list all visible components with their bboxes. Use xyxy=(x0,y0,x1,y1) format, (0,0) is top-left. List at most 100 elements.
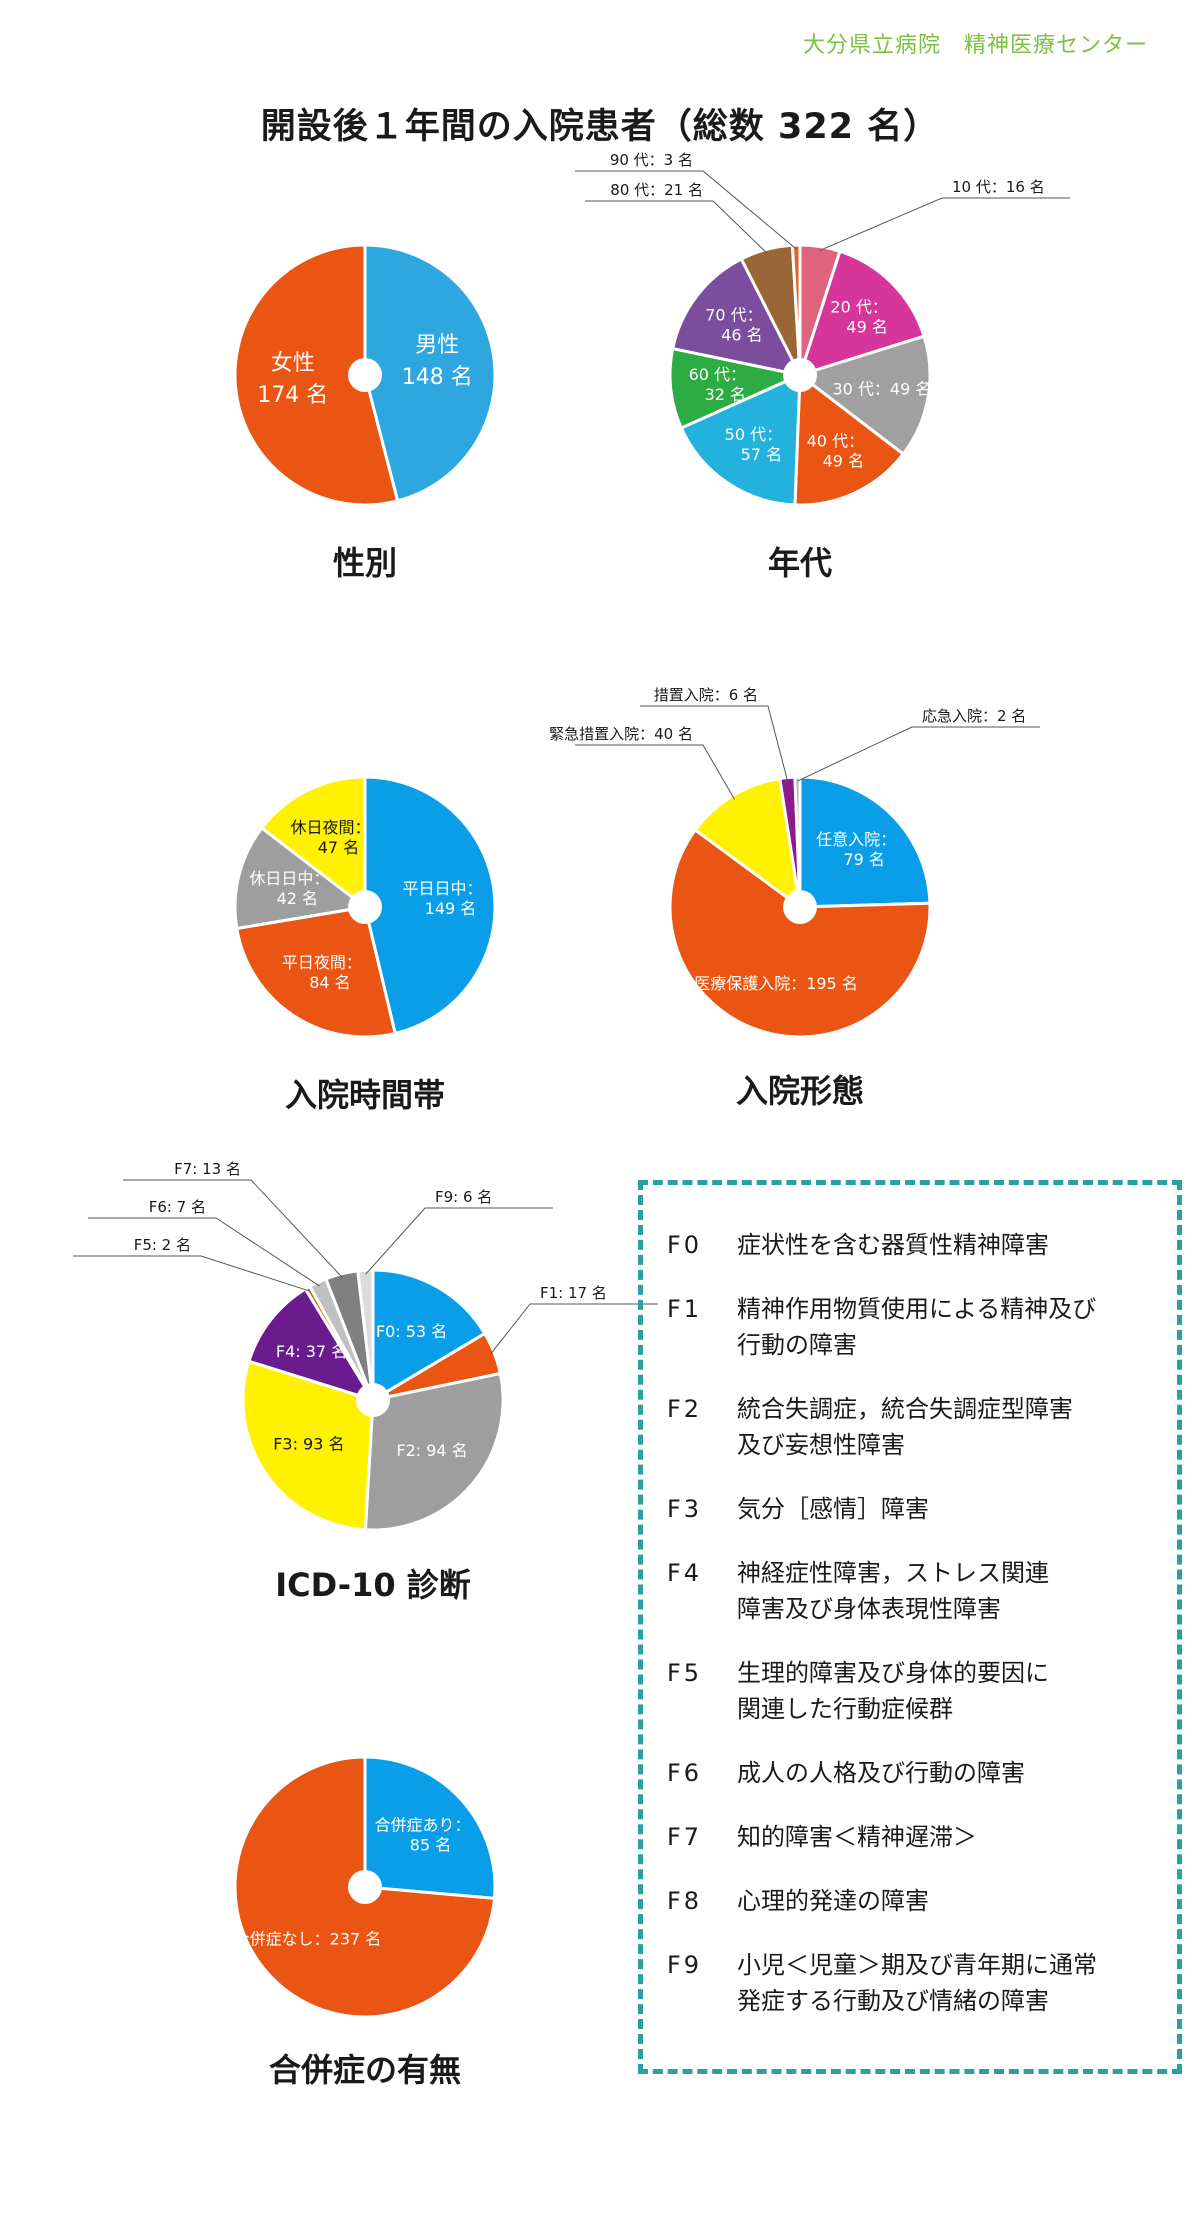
legend-item: F1 精神作用物質使用による精神及び 行動の障害 xyxy=(667,1291,1177,1363)
slice-label-time-3: 休日夜間： xyxy=(290,818,370,837)
slice-value-form-0: 79 名 xyxy=(843,850,884,869)
legend-desc: 気分［感情］障害 xyxy=(737,1495,929,1523)
legend-code: F3 xyxy=(667,1495,703,1523)
slice-value-age-1: 49 名 xyxy=(846,317,887,336)
leader-line xyxy=(123,1179,343,1279)
page-title: 開設後１年間の入院患者（総数 322 名） xyxy=(260,107,940,147)
legend-item: F0 症状性を含む器質性精神障害 xyxy=(667,1227,1177,1263)
pie-slice-time-3 xyxy=(259,775,367,911)
pie-center-hole xyxy=(348,1870,382,1904)
slice-label-age-0: 10 代：16 名 xyxy=(952,178,1045,196)
legend-desc: 症状性を含む器質性精神障害 xyxy=(737,1231,1049,1259)
icd-chart-title: ICD-10 診断 xyxy=(275,1566,471,1604)
slice-label-time-2: 休日日中： xyxy=(249,869,329,888)
slice-label-icd-6: F6: 7 名 xyxy=(149,1198,206,1216)
slice-label-icd-3: F3: 93 名 xyxy=(273,1434,344,1453)
pie-slice-comorb-0 xyxy=(363,1755,497,1901)
legend-code: F4 xyxy=(667,1559,703,1587)
slice-value-gender-0: 148 名 xyxy=(402,365,473,390)
leader-line xyxy=(365,1207,553,1275)
legend-code: F0 xyxy=(667,1231,703,1259)
slice-label-form-2: 緊急措置入院：40 名 xyxy=(549,725,693,743)
legend-desc: 精神作用物質使用による精神及び 行動の障害 xyxy=(737,1295,1097,1359)
icd-pie-chart: F0: 53 名F1: 17 名F2: 94 名F3: 93 名F4: 37 名… xyxy=(73,1160,658,1532)
leader-line xyxy=(575,744,735,800)
slice-label-icd-4: F4: 37 名 xyxy=(276,1342,347,1361)
pie-slice-form-4 xyxy=(793,775,802,908)
slice-label-age-1: 20 代： xyxy=(830,297,887,316)
slice-label-comorb-0: 合併症あり： xyxy=(375,1815,471,1834)
slice-value-comorb-0: 85 名 xyxy=(410,1835,451,1854)
slice-value-age-6: 46 名 xyxy=(721,325,762,344)
legend-item: F2 統合失調症，統合失調症型障害 及び妄想性障害 xyxy=(667,1391,1177,1463)
legend-code: F9 xyxy=(667,1951,703,1979)
age-pie-chart: 10 代：16 名20 代：49 名30 代：49 名40 代：49 名50 代… xyxy=(575,151,1070,507)
leader-line xyxy=(88,1217,320,1287)
gender-chart-title: 性別 xyxy=(332,544,397,582)
legend-desc: 神経症性障害，ストレス関連 障害及び身体表現性障害 xyxy=(737,1559,1049,1623)
slice-label-time-0: 平日日中： xyxy=(402,879,482,898)
pie-center-hole xyxy=(348,358,382,392)
pie-slice-icd-3 xyxy=(241,1359,375,1532)
pie-slice-age-6 xyxy=(670,256,803,378)
slice-label-comorb-1: 合併症なし：237 名 xyxy=(234,1930,382,1949)
pie-slice-icd-2 xyxy=(363,1371,505,1532)
slice-label-age-8: 90 代：3 名 xyxy=(610,151,693,169)
slice-label-gender-0: 男性 xyxy=(415,333,459,358)
slice-label-gender-1: 女性 xyxy=(271,351,315,376)
slice-value-time-3: 47 名 xyxy=(318,838,359,857)
slice-label-age-7: 80 代：21 名 xyxy=(610,181,703,199)
legend-desc: 統合失調症，統合失調症型障害 及び妄想性障害 xyxy=(737,1395,1073,1459)
slice-label-form-4: 応急入院：2 名 xyxy=(922,707,1026,725)
pie-slice-time-0 xyxy=(363,775,497,1036)
pie-center-hole xyxy=(783,890,817,924)
pie-slice-form-1 xyxy=(668,827,932,1039)
slice-value-time-0: 149 名 xyxy=(425,899,477,918)
slice-label-icd-5: F5: 2 名 xyxy=(134,1236,191,1254)
slice-value-gender-1: 174 名 xyxy=(257,383,328,408)
slice-label-age-4: 50 代： xyxy=(725,425,782,444)
pie-slice-form-0 xyxy=(798,775,932,909)
leader-line xyxy=(819,197,1070,251)
gender-pie-chart: 男性 148 名 女性 174 名 xyxy=(233,243,497,507)
slice-label-form-0: 任意入院： xyxy=(816,830,896,849)
slice-value-age-5: 32 名 xyxy=(705,385,746,404)
legend-code: F2 xyxy=(667,1395,703,1423)
legend-code: F8 xyxy=(667,1887,703,1915)
pie-center-hole xyxy=(348,890,382,924)
slice-label-icd-7: F7: 13 名 xyxy=(174,1160,241,1178)
pie-slice-age-1 xyxy=(797,249,926,378)
pie-slice-icd-4 xyxy=(247,1286,377,1403)
pie-center-hole xyxy=(783,358,817,392)
legend-code: F7 xyxy=(667,1823,703,1851)
legend-code: F6 xyxy=(667,1759,703,1787)
leader-line xyxy=(490,1303,658,1355)
time-chart-title: 入院時間帯 xyxy=(284,1076,445,1114)
pie-center-hole xyxy=(356,1383,390,1417)
slice-label-form-3: 措置入院：6 名 xyxy=(654,686,758,704)
pie-slice-icd-0 xyxy=(371,1268,487,1403)
legend-desc: 生理的障害及び身体的要因に 関連した行動症候群 xyxy=(737,1659,1049,1723)
leader-line xyxy=(73,1255,310,1292)
pie-slice-time-2 xyxy=(233,825,369,931)
leader-line xyxy=(585,200,768,254)
slice-value-time-2: 42 名 xyxy=(277,889,318,908)
pie-slice-icd-8 xyxy=(356,1268,375,1401)
form-chart-title: 入院形態 xyxy=(735,1072,864,1110)
pie-slice-age-4 xyxy=(679,372,802,507)
slice-label-age-5: 60 代： xyxy=(689,365,746,384)
slice-label-icd-2: F2: 94 名 xyxy=(396,1441,467,1460)
legend-code: F1 xyxy=(667,1295,703,1323)
comorbidity-chart-title: 合併症の有無 xyxy=(268,2051,461,2089)
legend-item: F4 神経症性障害，ストレス関連 障害及び身体表現性障害 xyxy=(667,1555,1177,1627)
